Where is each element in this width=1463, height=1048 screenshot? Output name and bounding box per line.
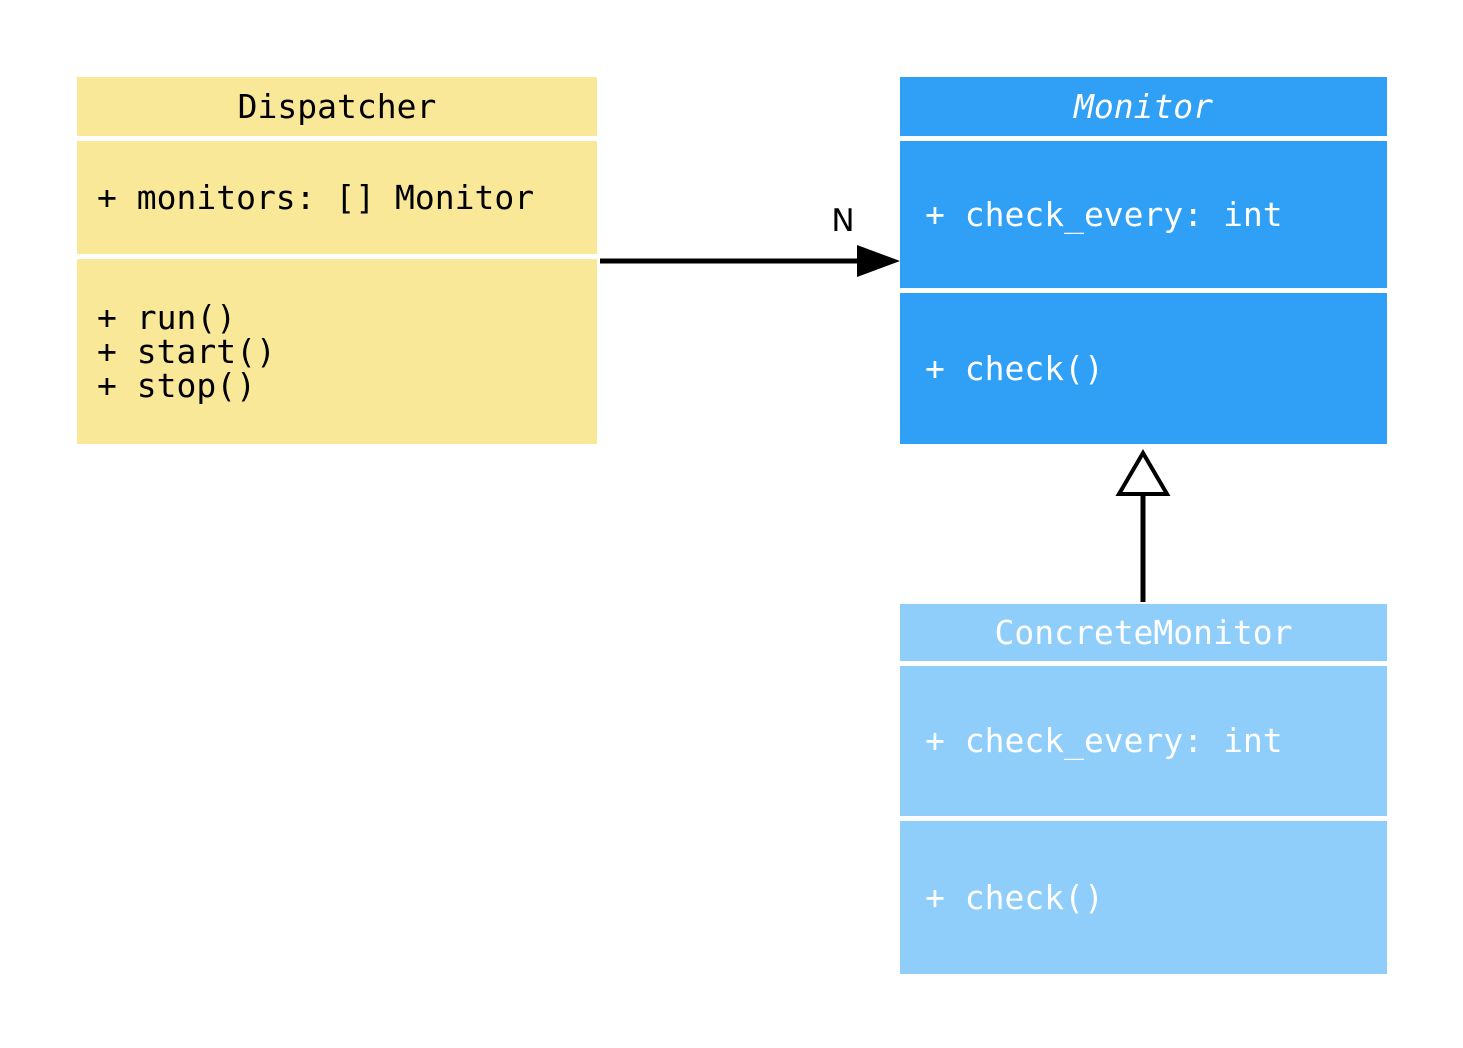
association-multiplicity-label: N	[831, 203, 855, 239]
attribute-line: + check_every: int	[925, 194, 1283, 234]
method-line: + check()	[925, 877, 1104, 917]
attributes-compartment-monitor: + check_every: int	[900, 141, 1387, 288]
attribute-line: + check_every: int	[925, 721, 1283, 760]
class-title-monitor: Monitor	[900, 77, 1387, 136]
method-line: + start()	[97, 331, 276, 371]
attributes-compartment-concretemonitor: + check_every: int	[900, 666, 1387, 816]
attributes-compartment-dispatcher: + monitors: [] Monitor	[77, 141, 597, 254]
class-title-concretemonitor: ConcreteMonitor	[900, 604, 1387, 661]
class-box-monitor: Monitor + check_every: int + check()	[900, 77, 1387, 444]
filled-arrowhead-icon	[857, 245, 900, 277]
generalization-arrow-concretemonitor-to-monitor	[1115, 449, 1171, 602]
association-arrow-dispatcher-to-monitor	[600, 245, 900, 277]
hollow-triangle-arrowhead-icon	[1115, 449, 1171, 496]
methods-compartment-monitor: + check()	[900, 293, 1387, 444]
method-line: + stop()	[97, 365, 256, 405]
class-box-concretemonitor: ConcreteMonitor + check_every: int + che…	[900, 604, 1387, 974]
methods-compartment-dispatcher: + run() + start() + stop()	[77, 259, 597, 444]
class-title-dispatcher: Dispatcher	[77, 77, 597, 136]
class-box-dispatcher: Dispatcher + monitors: [] Monitor + run(…	[77, 77, 597, 444]
methods-compartment-concretemonitor: + check()	[900, 821, 1387, 974]
attribute-line: + monitors: [] Monitor	[97, 177, 535, 217]
method-line: + check()	[925, 348, 1104, 388]
method-line: + run()	[97, 297, 237, 337]
